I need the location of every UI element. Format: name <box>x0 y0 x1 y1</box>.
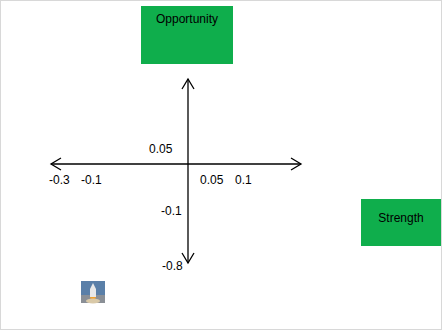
tick-label: -0.8 <box>162 259 183 273</box>
x-arrow-left <box>51 158 61 170</box>
y-axis <box>187 79 188 263</box>
x-arrow-right <box>291 158 301 170</box>
icon-sky <box>81 281 105 303</box>
green-box: Opportunity <box>141 6 233 64</box>
tick-label: -0.3 <box>49 173 70 187</box>
tick-label: 0.1 <box>235 173 252 187</box>
y-arrow-top <box>182 79 194 89</box>
x-axis <box>51 163 301 164</box>
tick-label: 0.05 <box>149 142 172 156</box>
tick-label: 0.05 <box>200 173 223 187</box>
icon-smoke <box>86 299 100 304</box>
icon-rocket <box>90 283 96 297</box>
box-label: Opportunity <box>141 12 233 26</box>
rocket-icon <box>81 281 105 304</box>
tick-label: -0.1 <box>161 204 182 218</box>
y-arrow-bottom <box>182 253 194 263</box>
tick-label: -0.1 <box>81 173 102 187</box>
box-label: Strength <box>361 211 441 225</box>
axes <box>51 79 301 263</box>
green-box: Strength <box>361 199 441 246</box>
